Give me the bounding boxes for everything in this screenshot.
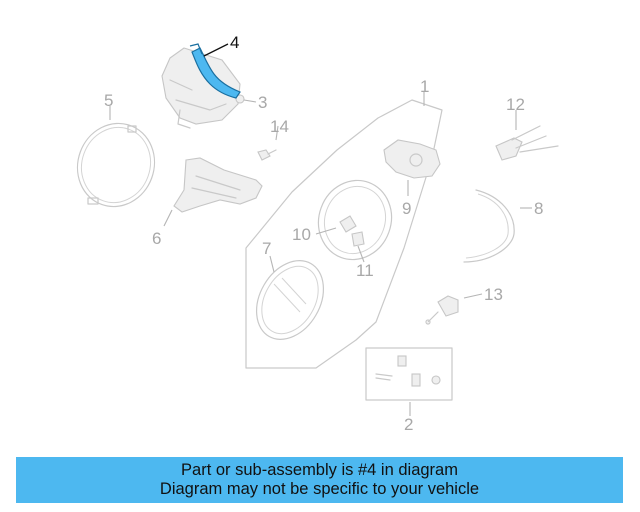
part-1-headlamp-housing [245, 99, 443, 369]
part-5-ring [76, 122, 156, 208]
part-14-screw [257, 149, 277, 161]
info-banner: Part or sub-assembly is #4 in diagram Di… [16, 457, 623, 503]
callout-3: 3 [258, 93, 267, 112]
part-8-trim [463, 189, 515, 263]
part-9-cover [383, 139, 441, 179]
part-12-wiring [495, 125, 559, 161]
callout-1: 1 [420, 77, 429, 96]
part-13-socket [425, 295, 459, 325]
leader-lines [109, 43, 532, 416]
callout-10: 10 [292, 225, 311, 244]
banner-line-1: Part or sub-assembly is #4 in diagram [181, 461, 458, 479]
part-4-highlighted-bracket [189, 43, 241, 99]
callout-4: 4 [230, 33, 239, 52]
banner-line-2: Diagram may not be specific to your vehi… [159, 480, 480, 498]
part-3-housing [161, 47, 245, 129]
part-10-reflector [317, 179, 393, 261]
callout-5: 5 [104, 91, 113, 110]
callout-9: 9 [402, 199, 411, 218]
part-7-lens [255, 260, 325, 340]
part-6-bracket [173, 157, 263, 213]
callout-6: 6 [152, 229, 161, 248]
part-2-hardware-kit [365, 347, 453, 401]
callout-11: 11 [356, 261, 374, 280]
callout-14: 14 [270, 117, 289, 136]
callout-2: 2 [404, 415, 413, 434]
callout-13: 13 [484, 285, 503, 304]
callout-12: 12 [506, 95, 525, 114]
callout-7: 7 [262, 239, 271, 258]
parts-diagram: 1 2 3 4 5 6 7 8 9 10 11 12 13 14 [76, 33, 559, 434]
callout-8: 8 [534, 199, 543, 218]
part-11-bulb [351, 231, 365, 247]
